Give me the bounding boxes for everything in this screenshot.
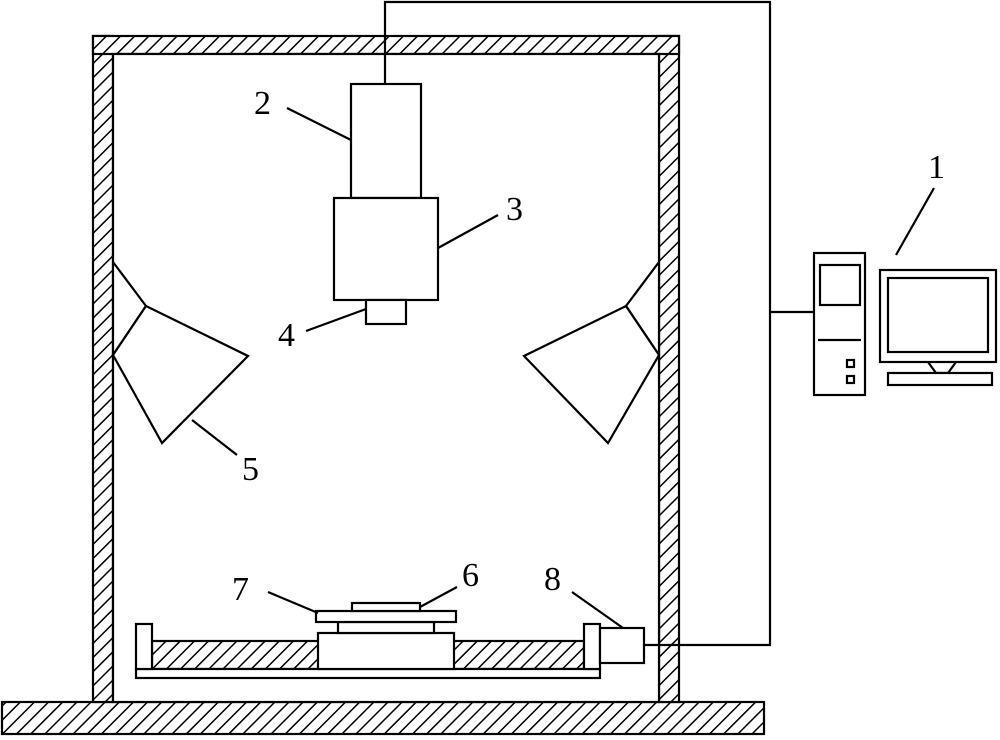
enclosure-right-wall bbox=[657, 34, 681, 704]
stage-left-bracket bbox=[134, 622, 154, 671]
computer-tower-button bbox=[845, 374, 856, 385]
label-stage: 7 bbox=[232, 571, 249, 608]
lens bbox=[364, 298, 408, 326]
stage-right-bracket bbox=[582, 622, 602, 671]
label-camera-body: 2 bbox=[254, 85, 271, 122]
label-motor: 8 bbox=[544, 561, 561, 598]
camera-assembly bbox=[332, 82, 440, 326]
label-camera: 3 bbox=[506, 191, 523, 228]
computer bbox=[812, 251, 998, 397]
stage-top-plate bbox=[314, 609, 458, 624]
signal-cable bbox=[383, 0, 772, 647]
camera-body bbox=[349, 82, 423, 200]
light-source-right bbox=[522, 261, 661, 445]
keyboard bbox=[886, 371, 994, 387]
number-labels: 1 2 3 4 5 6 7 8 bbox=[232, 85, 945, 608]
computer-tower-screen bbox=[818, 263, 862, 307]
sample bbox=[350, 601, 422, 613]
light-source-left bbox=[111, 261, 250, 445]
monitor-screen bbox=[886, 276, 990, 354]
computer-tower-button bbox=[845, 358, 856, 369]
label-light-source: 5 bbox=[242, 451, 259, 488]
enclosure-left-wall bbox=[91, 34, 115, 704]
motor bbox=[598, 626, 646, 665]
stage-base-plate bbox=[134, 667, 602, 680]
leader-lines bbox=[191, 107, 935, 629]
label-computer: 1 bbox=[928, 149, 945, 186]
label-lens: 4 bbox=[278, 317, 295, 354]
stage-block bbox=[316, 631, 456, 671]
label-sample: 6 bbox=[462, 557, 479, 594]
stage-platform bbox=[336, 620, 436, 635]
floor-base bbox=[0, 700, 766, 736]
camera bbox=[332, 196, 440, 302]
